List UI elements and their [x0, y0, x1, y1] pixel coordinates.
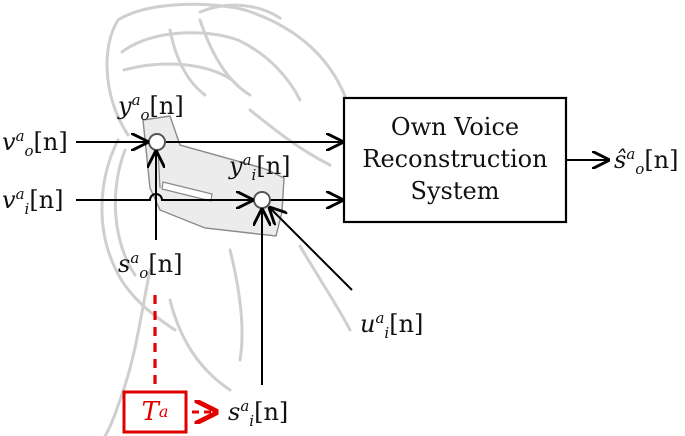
ear-sketch	[100, 2, 352, 436]
system-line-3: System	[410, 176, 500, 205]
label-yi: yai[n]	[229, 151, 291, 184]
system-box-label: Own Voice Reconstruction System	[344, 98, 566, 222]
label-si: sai[n]	[228, 397, 289, 430]
ui-arrow	[270, 208, 353, 291]
label-vo: vao[n]	[2, 127, 68, 160]
outer-mic	[148, 133, 166, 151]
system-line-1: Own Voice	[390, 113, 520, 142]
label-ui: uai[n]	[360, 309, 424, 342]
transfer-box	[122, 390, 188, 434]
label-so: sao[n]	[118, 249, 183, 282]
label-yo: yao[n]	[118, 91, 184, 124]
inner-mic	[253, 191, 271, 209]
system-line-2: Reconstruction	[362, 145, 548, 174]
label-vi: vai[n]	[2, 185, 64, 218]
label-so-hat: ŝao[n]	[614, 145, 679, 178]
